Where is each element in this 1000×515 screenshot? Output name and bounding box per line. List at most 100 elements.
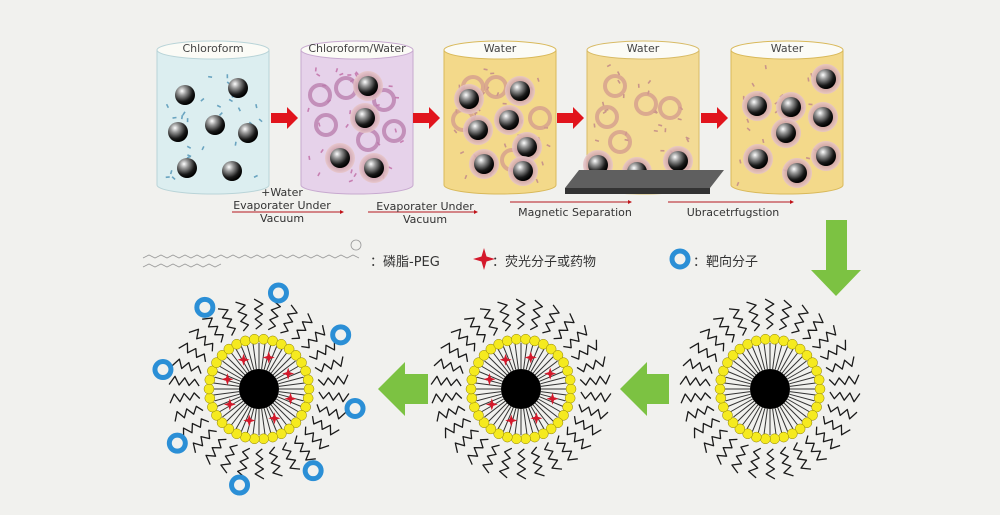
lipid-head [283,423,295,435]
lipid-head [778,431,789,443]
lipid-tail [763,408,768,435]
iron-oxide-core [750,369,790,409]
lipid-tail [278,391,305,396]
lipid-tail [222,360,244,378]
lipid-tail [783,356,803,376]
lipid-tail [484,360,506,378]
lipid-tail [538,398,562,413]
dispersed-molecule [216,104,222,108]
lipid-tail [480,365,504,380]
peg-chain [829,391,861,403]
lipid-head [814,383,826,395]
peg-chain [812,325,837,349]
peg-chain [235,301,250,332]
targeting-molecule [194,296,216,318]
red-step-arrow [413,107,440,129]
process-label-evaporate-2: Evaporater Under Vacuum [376,200,474,226]
peg-chain [764,298,775,330]
targeting-molecule [166,432,188,454]
lipid-head [216,350,228,361]
magnetic-nanoparticle [238,123,258,143]
lipid-tail [737,356,757,376]
dispersed-molecule [228,98,233,103]
peg-chain [268,446,283,477]
dispersed-molecule [253,174,258,178]
dispersed-molecule [165,103,170,109]
lipid-tail [263,408,272,434]
lipid-head [552,350,564,361]
lipid-tail [724,382,751,387]
dispersed-molecule [464,174,468,180]
dispersed-molecule [349,110,352,115]
lipid-head [465,383,477,395]
dispersed-molecule [601,101,605,106]
magnet-plate [565,170,724,188]
dispersed-molecule [658,123,663,127]
lipid-tail [536,400,558,418]
dispersed-molecule [764,65,767,70]
magnetic-nanoparticle [517,137,537,157]
lipid-tail [532,352,550,374]
lipid-tail [240,346,252,371]
peg-chain [703,429,728,453]
lipid-tail [789,376,815,385]
dispersed-molecule [165,176,170,179]
targeting-molecule [344,397,366,419]
lipid-head [223,423,235,435]
lipid-tail [214,393,240,402]
peg-chain [822,415,851,436]
lipid-tail [774,344,783,370]
lipid-tail [274,400,296,418]
lipid-tail [733,400,755,418]
peg-chain [450,328,476,352]
lipid-tail [488,356,508,376]
peg-chain [699,328,725,352]
loaded-drug [546,392,559,405]
dispersed-molecule [348,179,354,183]
lipid-tail [725,376,751,385]
lipid-tail [222,400,244,418]
phospholipid-peg-structure-icon [142,254,360,259]
peg-chain [515,298,526,330]
dispersed-molecule [622,94,625,99]
lipid-head [545,423,557,435]
lipid-tail [475,382,502,387]
lipid-tail [216,396,241,408]
targeting-molecule-icon [669,248,691,270]
process-label-evaporate-1: +Water Evaporater Under Vacuum [233,186,331,225]
cylinder-top [730,40,844,60]
lipid-tail [476,393,502,402]
peg-chain [168,375,200,387]
dispersed-molecule [394,128,398,133]
lipid-head [493,428,504,440]
lipid-tail [777,346,789,371]
peg-chain [479,308,498,336]
loaded-drug [243,414,256,427]
peg-chain [192,429,217,453]
dispersed-molecule [751,82,755,87]
magnetic-nanoparticle [474,154,494,174]
peg-chain [440,342,469,363]
targeting-molecule [152,359,174,381]
peg-chain [680,392,712,404]
dispersed-molecule [180,115,184,120]
step-3-title: Water [483,42,517,55]
dispersed-molecule [593,123,596,128]
peg-chain [497,301,512,332]
peg-chain [188,328,214,352]
lipid-head [769,333,780,345]
lipid-tail [774,408,783,434]
dispersed-molecule [388,85,393,88]
lipid-tail [478,396,503,408]
lipid-head [715,374,727,386]
dispersed-molecule [234,141,237,146]
lipid-tail [278,382,305,387]
lipid-head [204,392,216,404]
step-5-title: Water [770,42,804,55]
lipid-head [722,357,733,368]
lipid-tail [534,402,554,422]
dispersed-molecule [258,118,263,123]
dispersed-molecule [201,146,205,151]
lipid-tail [539,370,564,382]
peg-chain [689,342,718,363]
